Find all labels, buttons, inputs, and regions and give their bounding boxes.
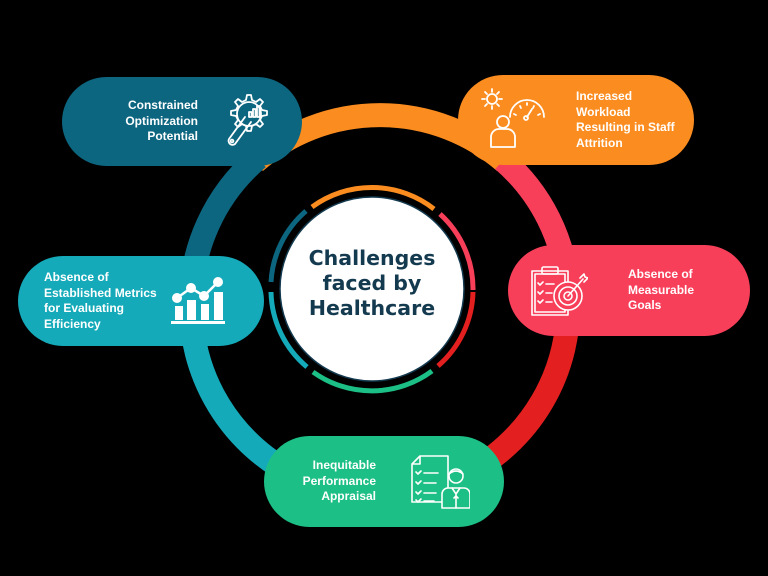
inner-ring-green-arc — [311, 368, 434, 394]
wrench-gear-chart-icon — [218, 91, 276, 153]
challenge-pill-increased-workload: Increased Workload Resulting in Staff At… — [458, 75, 694, 165]
center-title: Challenges faced by Healthcare — [308, 246, 436, 320]
challenge-label: Absence of Measurable Goals — [628, 267, 695, 313]
challenge-label: Increased Workload Resulting in Staff At… — [576, 89, 675, 150]
challenge-label: Inequitable Performance Appraisal — [302, 458, 376, 504]
center-circle — [279, 196, 465, 382]
challenge-label: Absence of Established Metrics for Evalu… — [44, 270, 157, 331]
clipboard-target-icon — [530, 265, 588, 317]
gear-gauge-person-icon — [480, 87, 546, 153]
inner-ring-orange-arc — [310, 184, 436, 211]
challenge-pill-established-metrics: Absence of Established Metrics for Evalu… — [18, 256, 264, 346]
inner-ring-dark-teal-arc — [268, 209, 308, 283]
challenge-pill-performance-appraisal: Inequitable Performance Appraisal — [264, 436, 504, 527]
inner-ring — [268, 184, 476, 394]
bar-chart-trend-icon — [170, 276, 225, 326]
inner-ring-teal-arc — [268, 291, 309, 369]
challenge-label: Constrained Optimization Potential — [125, 98, 198, 144]
inner-ring-red-arc — [436, 291, 476, 368]
checklist-person-icon — [410, 454, 470, 510]
challenge-pill-measurable-goals: Absence of Measurable Goals — [508, 245, 750, 336]
inner-ring-pink-arc — [438, 212, 476, 291]
challenge-pill-constrained-optimization: Constrained Optimization Potential — [62, 77, 302, 166]
